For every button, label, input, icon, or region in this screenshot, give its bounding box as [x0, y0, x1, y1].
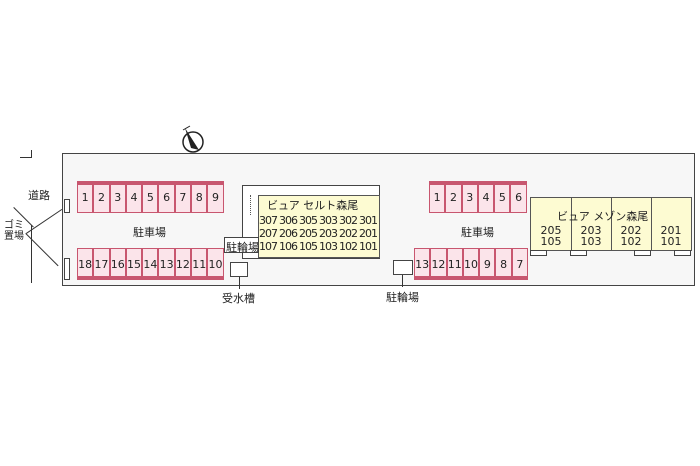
entrance-step	[530, 250, 547, 256]
unit-lower: 101	[660, 235, 682, 248]
unit-divider	[571, 198, 612, 250]
parking-row-left-bottom: 18 17 16 15 14 13 12 11 10	[77, 248, 224, 280]
parking-slot: 18	[77, 248, 94, 280]
unit: 106	[279, 240, 298, 253]
road-line	[31, 225, 32, 283]
parking-slot: 8	[495, 248, 512, 280]
parking-slot: 12	[430, 248, 447, 280]
entrance-step	[674, 250, 691, 256]
bicycle-parking-left: 駐輪場	[224, 237, 259, 254]
parking-slot: 1	[77, 181, 94, 213]
bicycle-label-left: 駐輪場	[226, 241, 259, 254]
unit: 305	[299, 214, 318, 227]
water-tank	[230, 262, 248, 277]
unit: 203	[319, 227, 338, 240]
parking-slot: 7	[174, 181, 192, 213]
unit: 301	[359, 214, 378, 227]
pointer-line	[26, 208, 63, 234]
parking-slot: 3	[109, 181, 126, 213]
parking-slot: 13	[414, 248, 431, 280]
unit: 307	[259, 214, 278, 227]
unit: 101	[359, 240, 378, 253]
unit: 207	[259, 227, 278, 240]
parking-slot: 16	[109, 248, 126, 280]
building-left-name: ビュア セルト森尾	[267, 199, 359, 212]
bicycle-label-right: 駐輪場	[386, 291, 419, 304]
unit: 102	[339, 240, 358, 253]
parking-slot: 4	[477, 181, 495, 213]
parking-slot: 6	[158, 181, 175, 213]
parking-slot: 10	[462, 248, 480, 280]
parking-slot: 2	[93, 181, 110, 213]
water-tank-label: 受水槽	[222, 292, 255, 305]
parking-row-right-top: 1 2 3 4 5 6	[429, 181, 527, 213]
parking-slot: 9	[207, 181, 224, 213]
unit: 205	[299, 227, 318, 240]
building-left-dotted	[250, 195, 251, 215]
unit-lower: 102	[620, 235, 642, 248]
parking-slot: 5	[142, 181, 159, 213]
unit: 103	[319, 240, 338, 253]
unit: 306	[279, 214, 298, 227]
unit-divider	[531, 198, 572, 250]
garbage-box	[64, 199, 70, 213]
unit: 201	[359, 227, 378, 240]
building-right-name: ビュア メゾン森尾	[557, 210, 649, 223]
parking-slot: 8	[191, 181, 208, 213]
unit-lower: 105	[540, 235, 562, 248]
unit-upper: 201	[660, 224, 682, 237]
parking-slot: 13	[158, 248, 175, 280]
building-left: ビュア セルト森尾 307 306 305 303 302 301 207 20…	[258, 195, 380, 258]
road-label: 道路	[28, 189, 50, 202]
corner-mark	[20, 157, 32, 158]
parking-slot: 5	[494, 181, 511, 213]
parking-slot: 1	[429, 181, 446, 213]
unit-divider	[611, 198, 652, 250]
water-tank-leader	[239, 277, 240, 289]
unit-upper: 205	[540, 224, 562, 237]
parking-slot: 4	[125, 181, 143, 213]
parking-slot: 11	[446, 248, 463, 280]
bicycle-parking-right	[393, 260, 413, 275]
entrance-step	[634, 250, 651, 256]
parking-slot: 14	[142, 248, 159, 280]
parking-slot: 2	[445, 181, 462, 213]
north-compass-icon	[182, 125, 204, 153]
unit: 105	[299, 240, 318, 253]
parking-slot: 3	[461, 181, 478, 213]
parking-slot: 11	[191, 248, 208, 280]
parking-slot: 12	[174, 248, 192, 280]
parking-slot: 6	[510, 181, 527, 213]
unit-upper: 202	[620, 224, 642, 237]
parking-label-right: 駐車場	[461, 226, 494, 239]
corner-mark-v	[31, 150, 32, 158]
building-left-units: 307 306 305 303 302 301 207 206 205 203 …	[259, 214, 379, 253]
unit: 107	[259, 240, 278, 253]
bicycle-leader	[402, 275, 403, 287]
garbage-label: ゴミ置場	[4, 220, 24, 242]
parking-row-left-top: 1 2 3 4 5 6 7 8 9	[77, 181, 224, 213]
parking-slot: 17	[93, 248, 110, 280]
unit: 302	[339, 214, 358, 227]
unit-upper: 203	[580, 224, 602, 237]
parking-slot: 10	[207, 248, 224, 280]
parking-slot: 7	[511, 248, 529, 280]
parking-slot: 9	[479, 248, 496, 280]
parking-row-right-bottom: 13 12 11 10 9 8 7	[414, 248, 529, 280]
parking-label-left: 駐車場	[133, 226, 166, 239]
unit-lower: 103	[580, 235, 602, 248]
parking-slot: 15	[125, 248, 143, 280]
unit: 303	[319, 214, 338, 227]
unit: 206	[279, 227, 298, 240]
garbage-box	[64, 258, 70, 280]
entrance-step	[570, 250, 587, 256]
unit: 202	[339, 227, 358, 240]
